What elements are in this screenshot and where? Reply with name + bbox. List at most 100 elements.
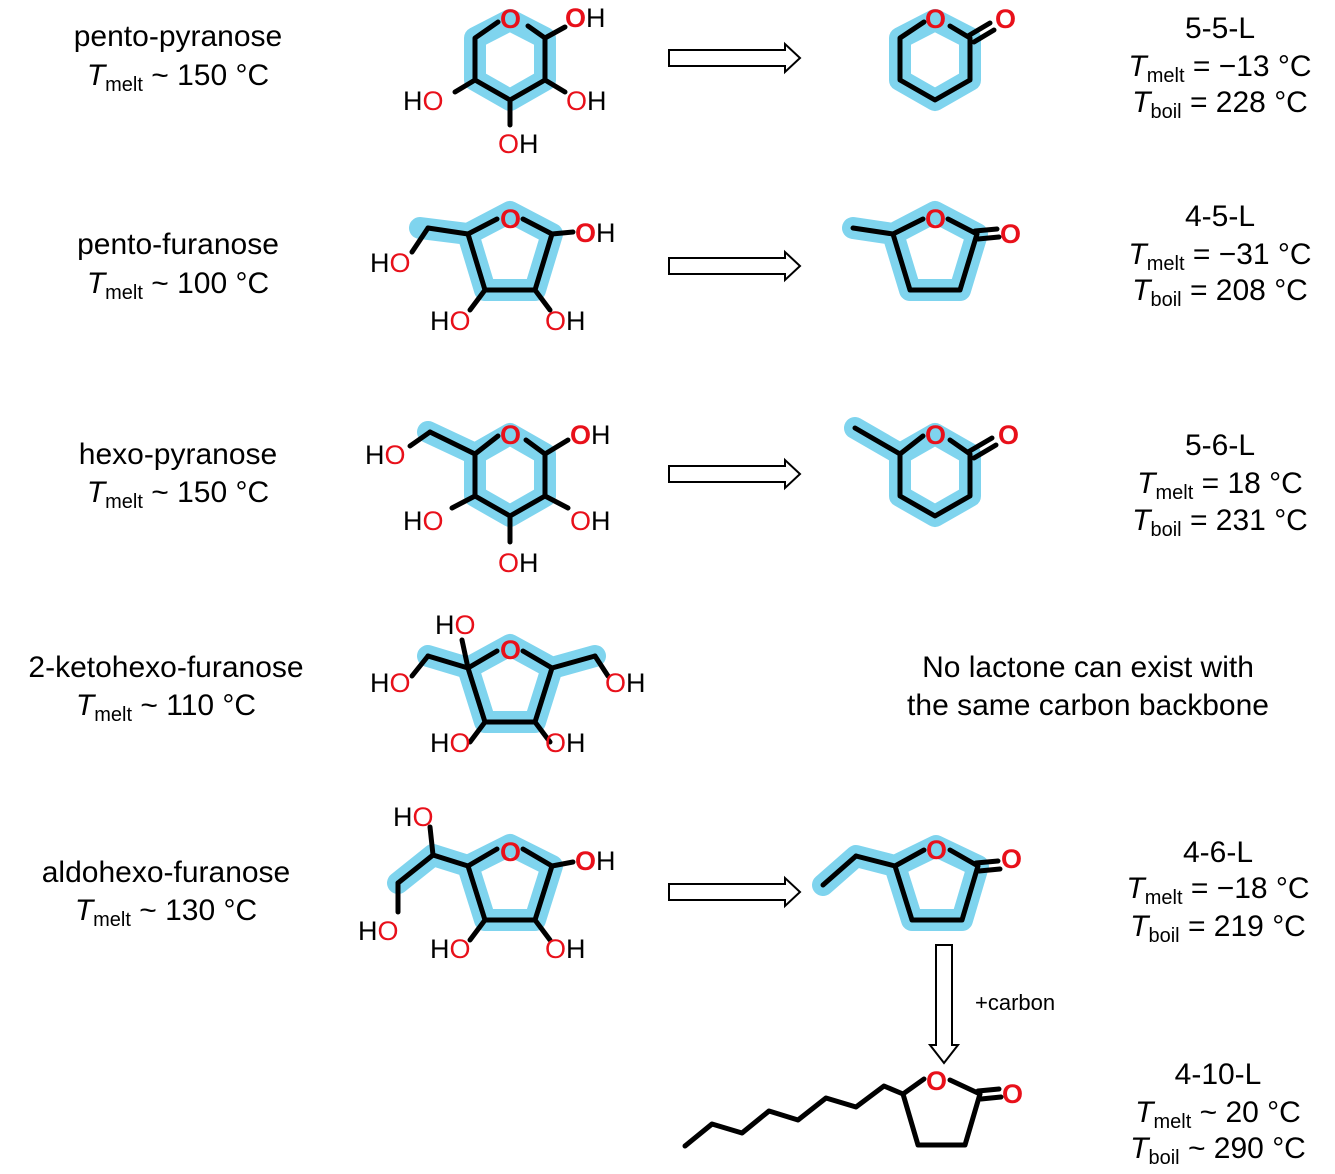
- carbonyl-oxygen: O: [995, 4, 1016, 34]
- bond: [549, 859, 576, 869]
- ring-oxygen: O: [925, 4, 946, 34]
- hydroxyl: HO: [430, 934, 471, 964]
- carbonyl-oxygen: O: [1000, 219, 1021, 249]
- sugar-melt: Tmelt ~ 150 °C: [87, 476, 269, 513]
- product-data-4-5-L: 4-5-L Tmelt = −31 °C Tboil = 208 °C: [1128, 200, 1311, 311]
- ring-bonds: [892, 847, 981, 923]
- ring-bonds: [465, 648, 555, 725]
- carbonyl-bond: [975, 234, 1002, 242]
- bond: [852, 425, 903, 457]
- bond: [409, 225, 431, 255]
- hydroxyl: HO: [370, 248, 411, 278]
- sugar-label-2-ketohexo-furanose: 2-ketohexo-furanose Tmelt ~ 110 °C: [28, 651, 303, 726]
- carbonyl-bond: [976, 866, 1003, 874]
- conversion-arrow: [668, 875, 802, 909]
- bond: [427, 429, 478, 457]
- lactone-code: 4-5-L: [1185, 200, 1255, 233]
- hydroxyl: HO: [370, 668, 411, 698]
- ring-oxygen: O: [500, 4, 521, 34]
- bond: [542, 493, 571, 511]
- ring-oxygen: O: [500, 635, 521, 665]
- lactone-4-5-L: O O: [842, 201, 1021, 301]
- hydroxyl: HO: [430, 728, 471, 758]
- sugar-melt: Tmelt ~ 150 °C: [87, 59, 269, 96]
- lactone-melt: Tmelt ~ 20 °C: [1135, 1096, 1301, 1133]
- lactone-melt: Tmelt = 18 °C: [1137, 467, 1303, 504]
- hydroxyl: HO: [358, 916, 399, 946]
- hydroxyl: OH: [498, 129, 539, 159]
- hydroxyl: OH: [545, 728, 586, 758]
- lactone-boil: Tboil ~ 290 °C: [1130, 1132, 1306, 1169]
- bond: [427, 824, 436, 858]
- hydroxyl-anomeric: OH: [575, 218, 616, 248]
- hydroxyl: HO: [430, 306, 471, 336]
- bond: [549, 229, 576, 237]
- ring-oxygen: O: [500, 204, 521, 234]
- hydroxyl: OH: [570, 506, 611, 536]
- hydroxyl: OH: [545, 934, 586, 964]
- sugar-name: pento-furanose: [77, 228, 279, 261]
- carbonyl-bond: [971, 27, 997, 45]
- bond: [853, 853, 898, 869]
- bond: [467, 917, 488, 943]
- hydroxyl: OH: [566, 86, 607, 116]
- structure-2-ketohexo-furanose: O HO HO OH HO OH: [370, 610, 646, 758]
- ring-oxygen: O: [500, 837, 521, 867]
- sugar-name: 2-ketohexo-furanose: [28, 651, 303, 684]
- lactone-4-10-L: O O: [682, 1066, 1023, 1149]
- carbon-extension-arrow: [927, 944, 961, 1065]
- structure-pento-pyranose: O OH OH HO OH: [403, 3, 607, 159]
- lactone-boil: Tboil = 208 °C: [1132, 274, 1308, 311]
- bond: [542, 437, 571, 457]
- carbonyl-bond: [973, 858, 1001, 866]
- carbonyl-bond: [975, 1086, 1002, 1094]
- ring-bonds: [890, 216, 980, 293]
- bond: [549, 653, 598, 671]
- bond: [820, 853, 859, 888]
- hydroxyl: HO: [365, 440, 406, 470]
- bond: [425, 653, 471, 671]
- product-data-4-6-L: 4-6-L Tmelt = −18 °C Tboil = 219 °C: [1126, 836, 1309, 947]
- bond: [409, 653, 431, 679]
- sugar-label-pento-pyranose: pento-pyranose Tmelt ~ 150 °C: [74, 20, 282, 96]
- sugar-name: hexo-pyranose: [79, 438, 277, 471]
- carbonyl-oxygen: O: [998, 420, 1019, 450]
- lactone-code: 4-6-L: [1183, 836, 1253, 869]
- hydroxyl: OH: [605, 668, 646, 698]
- sugar-melt: Tmelt ~ 110 °C: [76, 689, 256, 726]
- sugar-melt: Tmelt ~ 130 °C: [75, 894, 257, 931]
- lactone-5-6-L: O O: [844, 417, 1019, 527]
- product-data-5-5-L: 5-5-L Tmelt = −13 °C Tboil = 228 °C: [1128, 12, 1311, 123]
- carbonyl-bond: [965, 20, 993, 39]
- carbonyl-oxygen: O: [1002, 1079, 1023, 1109]
- hydroxyl: OH: [545, 306, 586, 336]
- bond: [467, 719, 488, 745]
- sugar-label-aldohexo-furanose: aldohexo-furanose Tmelt ~ 130 °C: [42, 856, 291, 931]
- hydroxyl: HO: [393, 802, 434, 832]
- carbonyl-bond: [971, 442, 999, 461]
- lactone-code: 5-5-L: [1185, 12, 1255, 45]
- product-data-4-10-L: 4-10-L Tmelt ~ 20 °C Tboil ~ 290 °C: [1130, 1058, 1306, 1169]
- lactone-4-6-L: O O: [812, 835, 1022, 931]
- sugar-melt: Tmelt ~ 100 °C: [87, 267, 269, 304]
- bond: [850, 225, 896, 237]
- lactone-boil: Tboil = 219 °C: [1130, 910, 1306, 947]
- bond: [425, 225, 471, 237]
- ring-oxygen: O: [925, 204, 946, 234]
- bond: [542, 24, 568, 41]
- bond: [532, 719, 553, 745]
- bond: [449, 493, 478, 511]
- structure-hexo-pyranose: O OH HO HO OH OH: [365, 420, 611, 578]
- ring-bonds: [465, 846, 555, 923]
- structure-pento-furanose: O OH HO HO OH: [370, 201, 616, 336]
- bond: [452, 77, 478, 95]
- no-lactone-note: No lactone can exist with the same carbo…: [907, 651, 1269, 722]
- sugar-label-pento-furanose: pento-furanose Tmelt ~ 100 °C: [77, 228, 279, 304]
- bond: [407, 429, 433, 449]
- lactone-boil: Tboil = 228 °C: [1132, 86, 1308, 123]
- lactone-code: 5-6-L: [1185, 429, 1255, 462]
- lactone-boil: Tboil = 231 °C: [1132, 504, 1308, 541]
- product-data-5-6-L: 5-6-L Tmelt = 18 °C Tboil = 231 °C: [1132, 429, 1308, 541]
- ring-bonds: [900, 1076, 983, 1148]
